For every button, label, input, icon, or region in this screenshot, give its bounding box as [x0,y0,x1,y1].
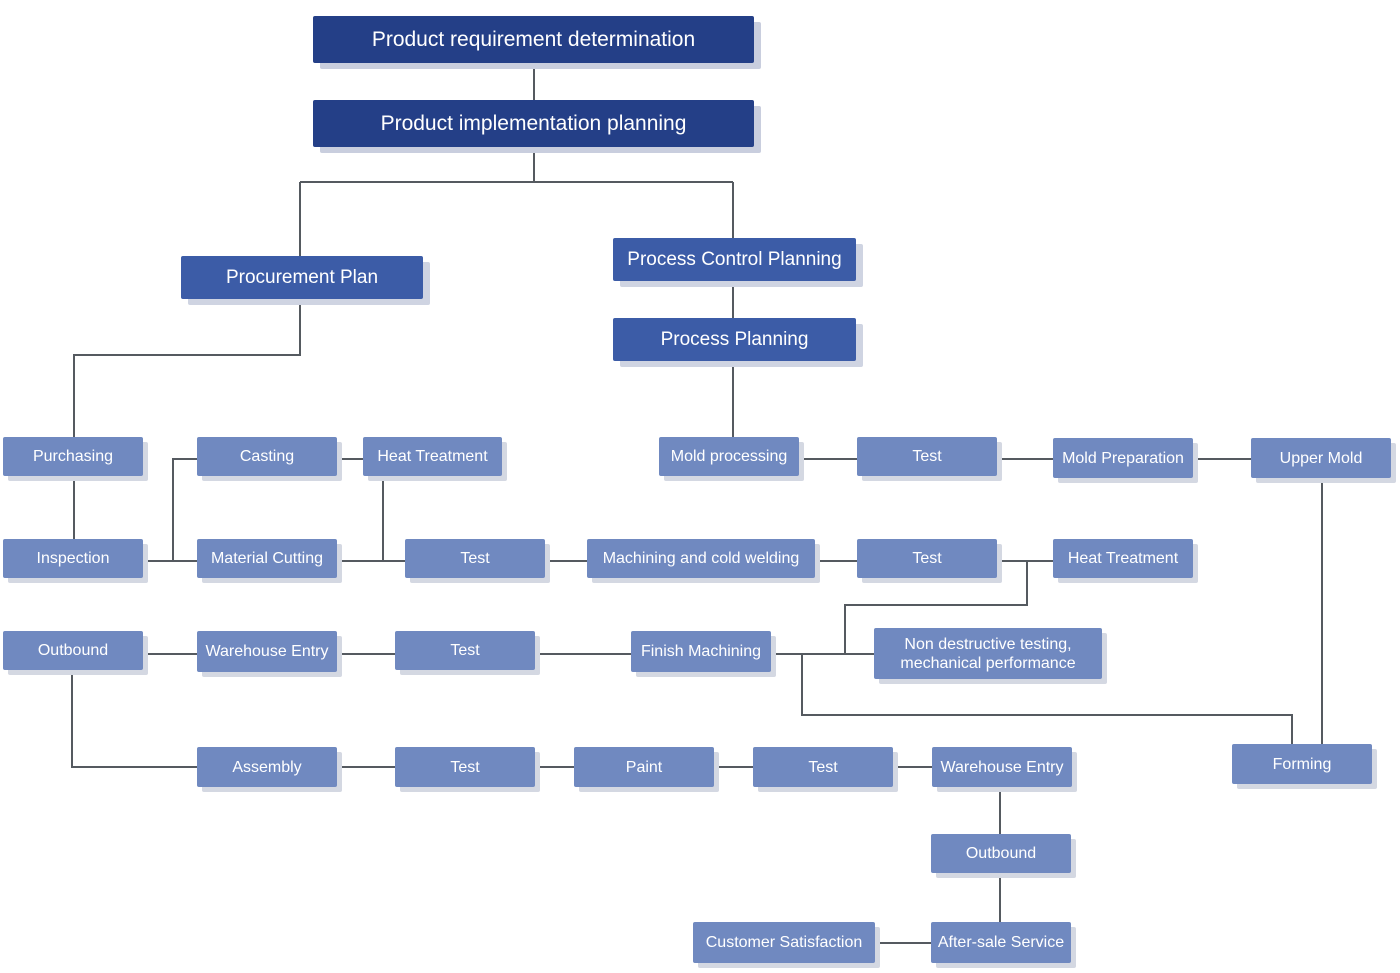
node-process-planning: Process Planning [613,318,856,361]
node-heat-treatment-2: Heat Treatment [1053,539,1193,578]
node-casting: Casting [197,437,337,476]
node-non-destructive-testing: Non destructive testing, mechanical perf… [874,628,1102,679]
node-test-1: Test [405,539,545,578]
node-test-4: Test [395,747,535,787]
node-after-sale-service: After-sale Service [931,922,1071,963]
node-material-cutting: Material Cutting [197,539,337,578]
node-test-mold: Test [857,437,997,476]
node-paint: Paint [574,747,714,787]
ndt-line-1: Non destructive testing, [904,635,1072,653]
node-purchasing: Purchasing [3,437,143,476]
connector [172,458,197,561]
node-process-control-planning: Process Control Planning [613,238,856,281]
node-procurement-plan: Procurement Plan [181,256,423,299]
node-customer-satisfaction: Customer Satisfaction [693,922,875,963]
node-test-2: Test [857,539,997,578]
node-mold-preparation: Mold Preparation [1053,438,1193,478]
node-upper-mold: Upper Mold [1251,438,1391,478]
connector [801,654,1293,744]
node-finish-machining: Finish Machining [631,631,771,672]
connector [844,561,1028,654]
node-mold-processing: Mold processing [659,437,799,476]
node-product-implementation-planning: Product implementation planning [313,100,754,147]
node-test-5: Test [753,747,893,787]
node-warehouse-entry-2: Warehouse Entry [932,747,1072,787]
node-heat-treatment-1: Heat Treatment [363,437,502,476]
node-test-3: Test [395,631,535,670]
node-forming: Forming [1232,744,1372,784]
node-product-requirement-determination: Product requirement determination [313,16,754,63]
ndt-line-2: mechanical performance [900,654,1076,672]
node-inspection: Inspection [3,539,143,578]
node-assembly: Assembly [197,747,337,787]
connector [73,299,301,437]
node-outbound-2: Outbound [931,834,1071,873]
node-warehouse-entry-1: Warehouse Entry [197,631,337,672]
node-outbound-1: Outbound [3,631,143,670]
node-machining-cold-welding: Machining and cold welding [587,539,815,578]
connector [299,147,734,256]
connector [71,670,197,768]
